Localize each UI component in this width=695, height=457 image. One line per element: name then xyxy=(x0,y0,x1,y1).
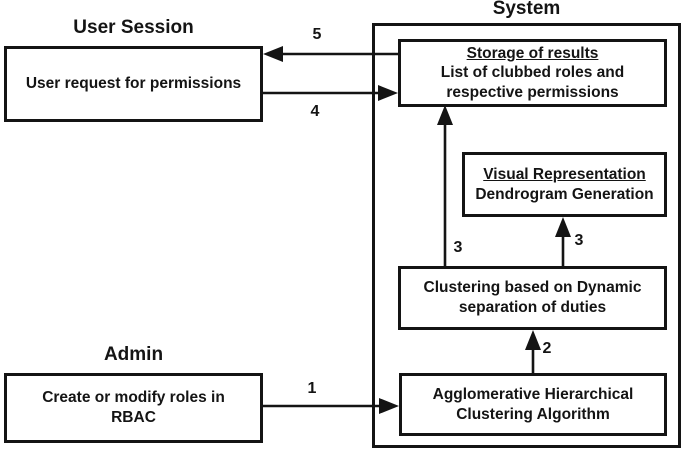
ahc-algorithm-box: Agglomerative Hierarchical Clustering Al… xyxy=(399,373,667,436)
clustering-dsod-box: Clustering based on Dynamic separation o… xyxy=(398,266,667,330)
clustering-line1: Clustering based on Dynamic xyxy=(423,279,642,297)
clustering-line2: separation of duties xyxy=(458,299,607,316)
arrow-label-step4: 4 xyxy=(310,103,320,120)
arrow-label-step2: 2 xyxy=(542,340,552,357)
system-container-box xyxy=(372,23,681,448)
arrow-label-step5: 5 xyxy=(312,26,322,43)
arrow-label-step1: 1 xyxy=(307,380,317,397)
visual-title: Visual Representation xyxy=(483,165,646,183)
admin-title: Admin xyxy=(103,344,164,365)
arrow-label-step3-storage: 3 xyxy=(453,239,463,256)
storage-line2: respective permissions xyxy=(446,83,619,101)
ahc-line1: Agglomerative Hierarchical xyxy=(432,385,634,403)
arrow-label-step3-visual: 3 xyxy=(574,232,584,249)
admin-create-line2: RBAC xyxy=(111,409,156,426)
visual-representation-box: Visual Representation Dendrogram Generat… xyxy=(462,152,667,217)
ahc-line2: Clustering Algorithm xyxy=(456,405,610,423)
storage-of-results-box: Storage of results List of clubbed roles… xyxy=(398,39,667,107)
admin-create-box: Create or modify roles in RBAC xyxy=(4,373,263,443)
admin-create-line1: Create or modify roles in xyxy=(42,389,225,407)
storage-line1: List of clubbed roles and xyxy=(440,64,625,82)
user-request-text: User request for permissions xyxy=(25,75,242,93)
system-title: System xyxy=(492,0,561,19)
visual-line1: Dendrogram Generation xyxy=(475,185,654,203)
storage-title: Storage of results xyxy=(466,44,599,62)
user-session-title: User Session xyxy=(73,17,194,38)
user-request-box: User request for permissions xyxy=(4,46,263,122)
